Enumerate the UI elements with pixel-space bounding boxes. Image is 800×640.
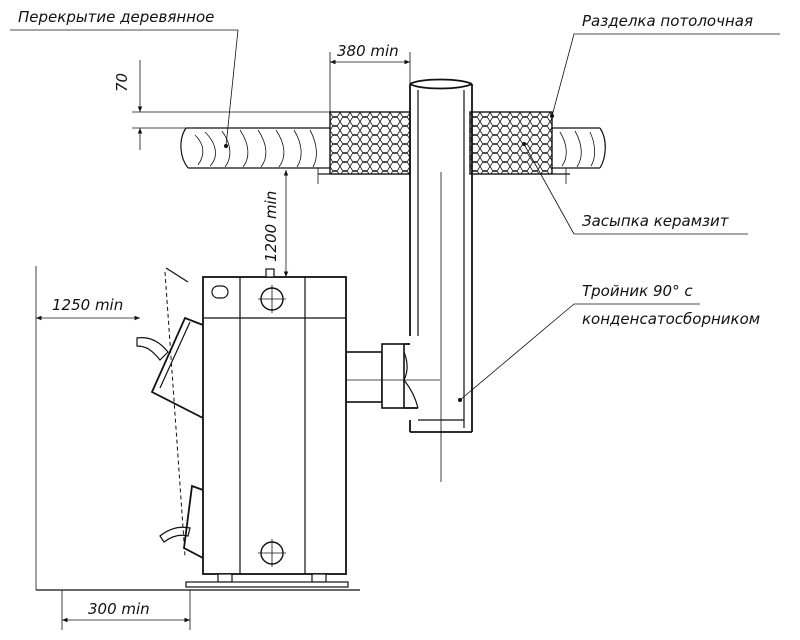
tee-label-line2: конденсатосборником: [582, 310, 760, 328]
wood-ceiling-label: Перекрытие деревянное: [18, 8, 214, 26]
wood-ceiling-right: [552, 127, 606, 169]
callout-ceiling-cut: Разделка потолочная: [550, 12, 780, 118]
dimension-ceiling-thickness: 70: [113, 60, 330, 150]
chimney-pipe: [409, 78, 473, 482]
expanded-clay-label: Засыпка керамзит: [582, 212, 730, 230]
ceiling-cut: [317, 111, 570, 184]
callout-tee: Тройник 90° с конденсатосборником: [458, 282, 760, 402]
dim-1250-label: 1250 min: [52, 296, 123, 314]
dimension-front-clearance: 1250 min: [36, 296, 140, 321]
dimension-back-clearance: 300 min: [61, 590, 191, 630]
loading-door: [136, 267, 204, 557]
dim-380-label: 380 min: [337, 42, 399, 60]
dimension-ceiling-clearance: 1200 min: [262, 170, 289, 277]
wood-ceiling-left: [180, 127, 330, 169]
ash-door: [159, 484, 204, 559]
dim-1200-label: 1200 min: [262, 191, 280, 262]
callout-wood-ceiling: Перекрытие деревянное: [10, 8, 239, 148]
dim-70-label: 70: [113, 73, 131, 92]
dimension-pipe-offset: 380 min: [329, 42, 411, 112]
tee-label-line1: Тройник 90° с: [582, 282, 693, 300]
dim-300-label: 300 min: [88, 600, 150, 618]
callout-expanded-clay: Засыпка керамзит: [522, 142, 748, 235]
boiler: [185, 268, 349, 588]
ceiling-cut-label: Разделка потолочная: [582, 12, 753, 30]
tee-connector: [330, 343, 440, 409]
